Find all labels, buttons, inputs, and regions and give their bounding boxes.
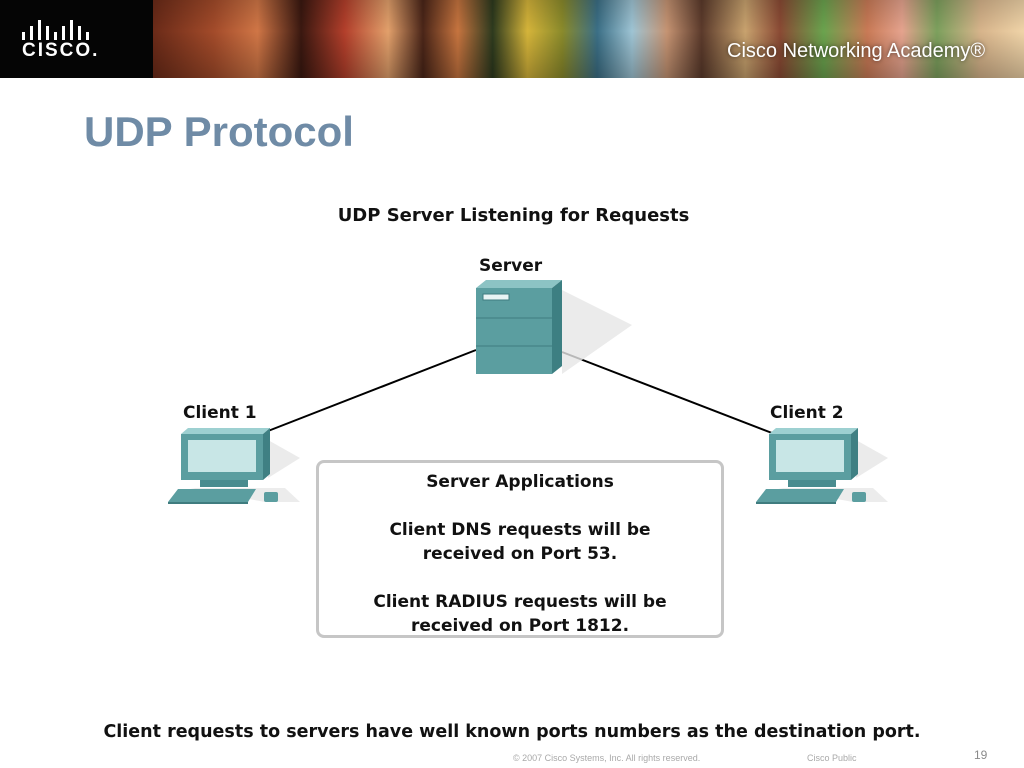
cisco-logo-text: CISCO. [22, 40, 100, 61]
computer-icon-client1 [168, 428, 300, 504]
client1-label: Client 1 [183, 403, 257, 423]
radius-line-2: received on Port 1812. [410, 616, 630, 636]
app-box-heading: Server Applications [426, 472, 614, 492]
logo-area [0, 0, 153, 78]
banner-photo-strip [153, 0, 1024, 78]
dns-line-2: received on Port 53. [422, 544, 618, 564]
diagram-title: UDP Server Listening for Requests [337, 205, 690, 226]
classification-text: Cisco Public [807, 753, 857, 763]
dns-line-1: Client DNS requests will be [389, 520, 651, 540]
radius-line-1: Client RADIUS requests will be [373, 592, 667, 612]
server-applications-box: Server Applications Client DNS requests … [316, 460, 724, 638]
link-client1-server [267, 349, 477, 432]
copyright-text: © 2007 Cisco Systems, Inc. All rights re… [513, 753, 701, 763]
computer-icon-client2 [756, 428, 888, 504]
header-banner: CISCO. Cisco Networking Academy® [0, 0, 1024, 78]
link-server-client2 [561, 351, 773, 434]
page-title: UDP Protocol [84, 108, 354, 155]
server-icon [476, 280, 632, 374]
server-label: Server [479, 256, 543, 276]
academy-title: Cisco Networking Academy® [727, 40, 986, 62]
cisco-logo-icon [22, 20, 89, 40]
slide-caption: Client requests to servers have well kno… [103, 722, 921, 742]
banner-photo-shade [153, 0, 1024, 78]
client2-label: Client 2 [770, 403, 844, 423]
page-number: 19 [974, 748, 988, 762]
